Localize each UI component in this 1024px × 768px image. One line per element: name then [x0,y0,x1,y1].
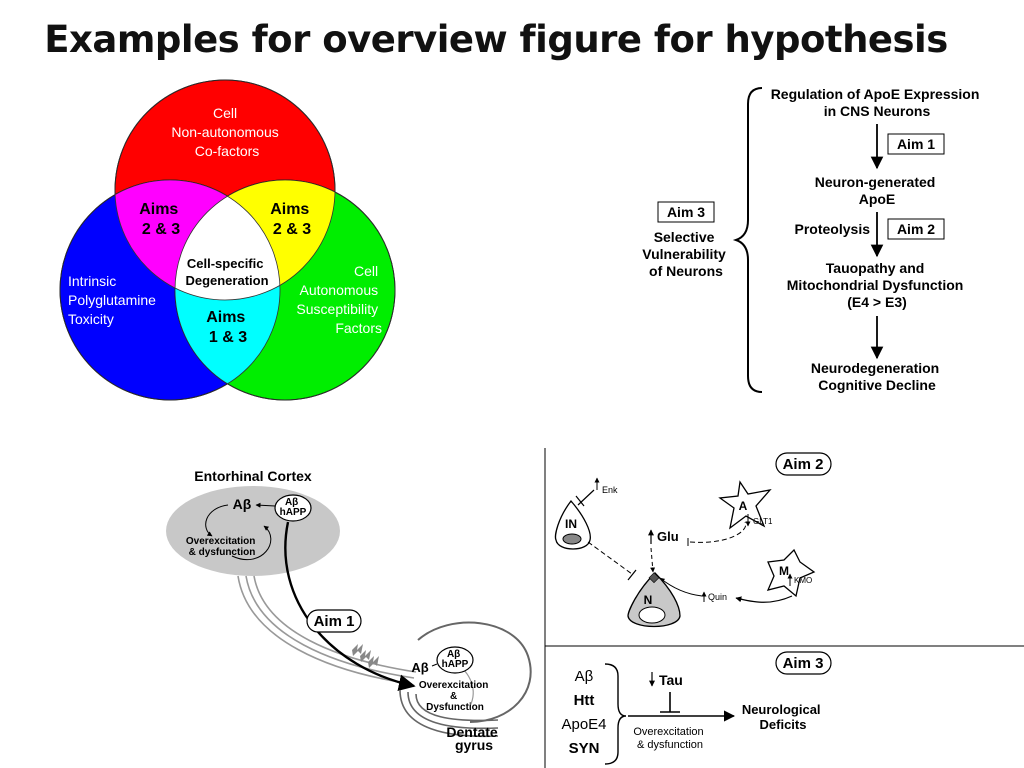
aim3-badge [775,651,832,675]
venn-right-label: Cell Autonomous Susceptibility Factors [296,263,382,336]
flow-step3: Tauopathy and Mitochondrial Dysfunction … [787,260,967,310]
ec-overexcitation: Overexcitation & dysfunction [186,536,258,558]
aim3-deficits: Neurological Deficits [742,702,824,732]
dg-abeta: Aβ [411,660,428,675]
dg-label: Dentate gyrus [446,724,501,753]
flow-vulnerability: Selective Vulnerability of Neurons [642,229,729,279]
svg-text:N: N [644,593,653,607]
aim3-overexcitation: Overexcitation & dysfunction [633,726,706,751]
svg-text:Tau: Tau [659,672,683,688]
flow-aim2-box [887,218,945,240]
svg-text:Aim 3: Aim 3 [783,655,824,672]
flow-aim2-label: Aim 2 [897,221,935,237]
venn-cyan-label: Aims 1 & 3 [206,309,250,346]
svg-text:GLT1: GLT1 [753,517,773,526]
flow-brace [732,87,763,393]
venn-center-label: Cell-specific Degeneration [185,256,268,288]
venn-left-label: Intrinsic Polyglutamine Toxicity [68,273,160,327]
brain-aim1-badge [306,609,362,633]
ec-label: Entorhinal Cortex [194,468,312,484]
aim3-item-htt: Htt [574,692,595,709]
flow-proteolysis: Proteolysis [795,221,871,237]
svg-text:KMO: KMO [794,576,812,585]
dg-outer [417,621,532,723]
aim3-item-apoe4: ApoE4 [561,716,606,733]
venn-overlap-center [175,180,280,300]
venn-yellow-label: Aims 2 & 3 [270,201,314,238]
astrocyte-shape [718,480,772,530]
flow-aim1-box [887,133,945,155]
slide-title: Examples for overview figure for hypothe… [44,18,948,61]
aim3-brace [604,663,627,765]
flow-aim3-box [657,201,715,223]
svg-text:Enk: Enk [602,485,618,495]
svg-text:Aβ hAPP: Aβ hAPP [442,649,469,670]
svg-text:Quin: Quin [708,592,727,602]
ec-abeta: Aβ [233,496,252,512]
venn-diagram: Cell Non-autonomous Co-factors Intrinsic… [59,79,396,401]
flow-step4: Neurodegeneration Cognitive Decline [811,360,943,393]
svg-text:Aim 1: Aim 1 [314,613,355,630]
svg-text:Aim 2: Aim 2 [783,456,824,473]
ec-abeta-happ-pill [274,494,312,522]
apoe-flowchart: Regulation of ApoE Expression in CNS Neu… [642,86,984,393]
venn-magenta-label: Aims 2 & 3 [139,201,183,238]
ec-ellipse [166,486,340,576]
dg-abeta-happ-pill [436,646,474,674]
svg-text:Aβ hAPP: Aβ hAPP [280,497,307,518]
aim3-item-abeta: Aβ [575,668,594,685]
microglia-shape [766,548,816,598]
svg-text:A: A [739,499,748,513]
aim2-badge [775,452,832,476]
flow-header: Regulation of ApoE Expression in CNS Neu… [771,86,984,119]
aim3-item-syn: SYN [569,740,600,757]
svg-text:IN: IN [565,517,577,531]
brain-circuit: Entorhinal Cortex Aβ hAPP Aβ Overexcitat… [166,468,532,753]
venn-top-label: Cell Non-autonomous Co-factors [171,105,282,159]
svg-text:M: M [779,564,789,578]
flow-aim3-label: Aim 3 [667,204,705,220]
lightning-icon [352,644,379,668]
flow-aim1-label: Aim 1 [897,136,935,152]
aim3-panel: Aim 3 Aβ Htt ApoE4 SYN Tau Overexcitatio… [561,651,832,765]
aim2-panel: Aim 2 IN Enk Glu A GLT1 M KMO Quin [554,452,832,628]
dg-overexcitation: Overexcitation & Dysfunction [419,680,491,713]
svg-text:Glu: Glu [657,529,679,544]
flow-step2: Neuron-generated ApoE [815,174,939,207]
